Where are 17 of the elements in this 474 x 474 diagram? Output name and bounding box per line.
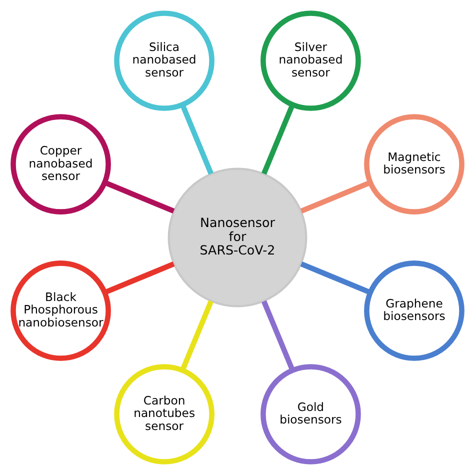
node-circle: Black Phosphorous nanobiosensor — [10, 260, 110, 360]
node-circle: Silica nanobased sensor — [114, 10, 214, 110]
node-circle: Graphene biosensors — [364, 260, 464, 360]
connector — [103, 180, 174, 214]
node-circle: Magnetic biosensors — [364, 114, 464, 214]
node-circle: Copper nanobased sensor — [10, 114, 110, 214]
connector — [300, 261, 371, 294]
node-circle: Silver nanobased sensor — [260, 10, 360, 110]
node-circle: Carbon nanotubes sensor — [114, 364, 214, 464]
connector — [260, 103, 294, 174]
node-circle: Nanosensor for SARS-CoV-2 — [167, 167, 307, 307]
connector — [300, 180, 371, 214]
connector — [180, 103, 213, 174]
connector — [103, 261, 174, 294]
connector — [260, 300, 294, 371]
connector — [180, 300, 213, 371]
node-circle: Gold biosensors — [260, 364, 360, 464]
